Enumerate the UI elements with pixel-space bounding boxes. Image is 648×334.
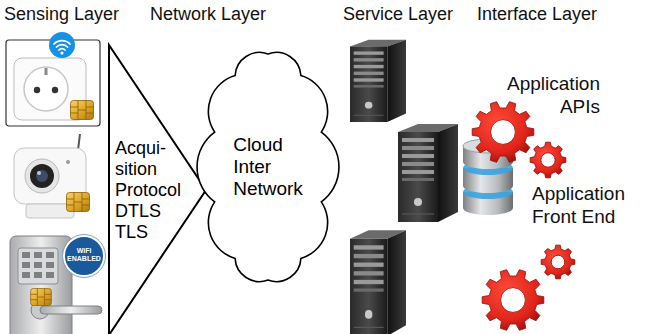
gear-icon [530, 142, 566, 178]
ip-camera [14, 134, 90, 218]
wifi-badge-text: WiFi ENABLED [64, 247, 104, 263]
node-label: Cloud Inter Network [233, 134, 303, 200]
cloud-shape: Cloud Inter Network [196, 36, 340, 298]
interface-label: Application APIs [507, 72, 600, 118]
layer-heading: Network Layer [150, 3, 266, 25]
gear-icon [541, 245, 575, 279]
server [350, 40, 406, 122]
server [398, 124, 458, 222]
server-group [350, 40, 458, 334]
layer-heading: Interface Layer [477, 3, 597, 25]
layer-heading: Service Layer [343, 3, 453, 25]
server [350, 230, 406, 334]
interface-label: Application Front End [532, 182, 644, 228]
gear-icon [472, 102, 534, 163]
door-lock [10, 235, 106, 334]
gear-icon [482, 270, 544, 331]
smart-plug [6, 32, 100, 126]
triangle-outline [109, 45, 206, 334]
cloud-outline [197, 52, 339, 281]
acquisition-triangle: Acqui- sition Protocol DTLS TLS [108, 44, 208, 334]
layer-heading: Sensing Layer [4, 3, 119, 25]
node-label: Acqui- sition Protocol DTLS TLS [115, 138, 181, 243]
